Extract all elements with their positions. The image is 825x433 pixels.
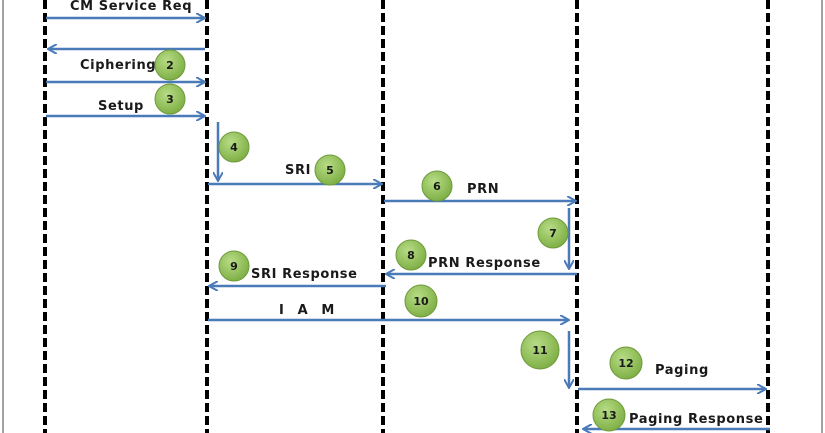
step-badge-7: 7 [537, 217, 569, 249]
step-badge-9: 9 [218, 250, 250, 282]
label-paging-response: Paging Response [629, 412, 763, 427]
step-number: 8 [407, 249, 415, 262]
step-badge-4: 4 [218, 131, 250, 163]
step-badge-5: 5 [314, 154, 346, 186]
step-badge-13: 13 [592, 398, 626, 432]
step-badge-11: 11 [520, 330, 560, 370]
label-setup: Setup [98, 99, 144, 114]
label-paging: Paging [655, 363, 709, 378]
label-sri-response: SRI Response [251, 267, 358, 282]
step-number: 5 [326, 164, 334, 177]
step-number: 4 [230, 141, 238, 154]
step-badge-2: 2 [154, 49, 186, 81]
step-badge-6: 6 [421, 170, 453, 202]
arrows [46, 18, 770, 429]
label-sri: SRI [285, 163, 311, 178]
step-badges: 2 3 4 5 6 7 8 9 [154, 49, 643, 432]
step-badge-10: 10 [404, 284, 438, 318]
step-badge-3: 3 [154, 83, 186, 115]
step-number: 12 [618, 357, 633, 370]
step-number: 7 [549, 227, 557, 240]
label-prn-response: PRN Response [428, 256, 541, 271]
step-number: 11 [532, 344, 547, 357]
label-ciphering: Ciphering [80, 58, 156, 73]
label-iam: I A M [279, 303, 335, 318]
label-prn: PRN [467, 182, 499, 197]
step-number: 6 [433, 180, 441, 193]
step-badge-12: 12 [609, 346, 643, 380]
step-number: 3 [166, 93, 174, 106]
step-badge-8: 8 [395, 239, 427, 271]
step-number: 2 [166, 59, 174, 72]
step-number: 10 [413, 295, 429, 308]
lifelines [43, 0, 770, 433]
label-cm-service-req: CM Service Req [70, 0, 192, 14]
step-number: 13 [601, 409, 616, 422]
step-number: 9 [230, 260, 238, 273]
